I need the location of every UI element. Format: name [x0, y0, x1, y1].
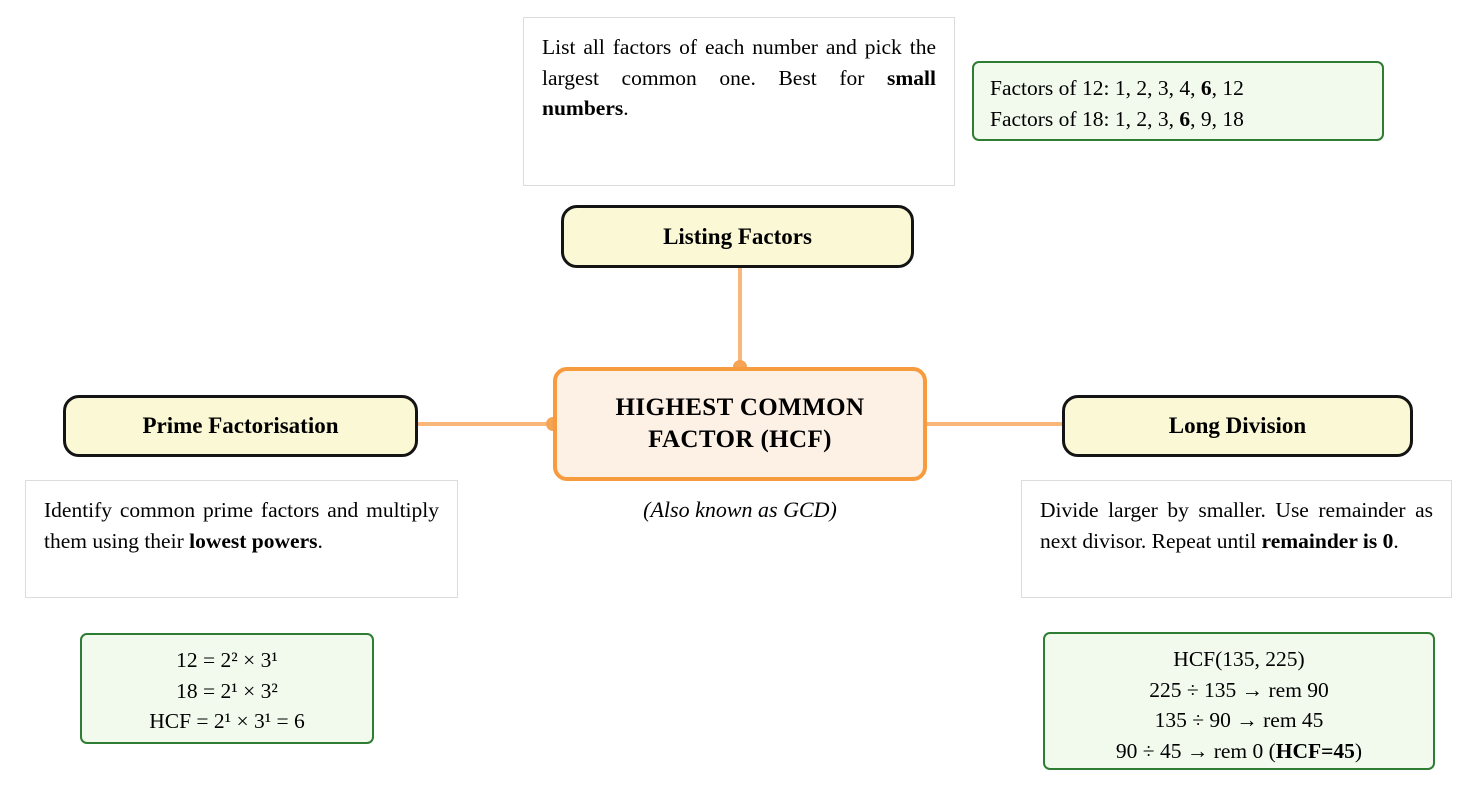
branch-node-listing-label: Listing Factors: [663, 223, 812, 249]
example-longdiv-line-2: 225 ÷ 135 → rem 90: [1149, 677, 1329, 702]
branch-node-longdiv-label: Long Division: [1168, 413, 1307, 438]
example-listing-line-2-bold: 6: [1179, 106, 1191, 131]
example-listing-line-2-label: Factors of 18:: [990, 106, 1110, 131]
connector-central-to-listing: [738, 268, 742, 370]
example-listing-line-2-pre: 1, 2, 3,: [1109, 106, 1180, 131]
example-prime-factorisation: 12 = 2² × 3¹ 18 = 2¹ × 3² HCF = 2¹ × 3¹ …: [80, 633, 374, 744]
branch-node-prime-factorisation[interactable]: Prime Factorisation: [63, 395, 418, 457]
example-listing-factors: Factors of 12: 1, 2, 3, 4, 6, 12 Factors…: [972, 61, 1384, 141]
example-listing-line-1-pre: 1, 2, 3, 4,: [1109, 76, 1201, 100]
example-longdiv-line-1: HCF(135, 225): [1173, 647, 1305, 671]
example-listing-line-2: Factors of 18: 1, 2, 3, 6, 9, 18: [990, 104, 1366, 135]
example-listing-line-1-post: , 12: [1211, 76, 1244, 100]
description-prime-text-pre: Identify common prime factors and multip…: [44, 498, 439, 553]
example-long-division: HCF(135, 225) 225 ÷ 135 → rem 90 135 ÷ 9…: [1043, 632, 1435, 770]
description-prime-text-post: .: [317, 528, 323, 553]
description-longdiv-text-pre: Divide larger by smaller. Use remainder …: [1040, 498, 1433, 553]
description-listing-text-post: .: [623, 96, 629, 121]
branch-node-prime-label: Prime Factorisation: [142, 413, 339, 438]
description-longdiv-text-bold: remainder is 0: [1261, 528, 1394, 553]
description-listing-factors: List all factors of each number and pick…: [523, 17, 955, 186]
description-listing-text-bold: small numbers: [542, 65, 936, 121]
branch-node-listing-factors[interactable]: Listing Factors: [561, 205, 914, 268]
example-listing-line-2-post: , 9, 18: [1190, 106, 1244, 131]
central-node-caption: (Also known as GCD): [643, 497, 837, 522]
example-longdiv-line-4: 90 ÷ 45 → rem 0 (HCF=45): [1061, 736, 1417, 767]
description-prime-text-bold: lowest powers: [189, 528, 318, 553]
description-listing-text-pre: List all factors of each number and pick…: [542, 35, 936, 90]
connector-central-to-longdiv: [920, 422, 1065, 426]
description-longdiv-text-post: .: [1393, 528, 1399, 553]
example-longdiv-line-3: 135 ÷ 90 → rem 45: [1154, 708, 1324, 733]
description-prime-factorisation: Identify common prime factors and multip…: [25, 480, 458, 598]
central-node-line-1: HIGHEST COMMON: [615, 394, 865, 421]
example-prime-line-3: HCF = 2¹ × 3¹ = 6: [149, 709, 305, 734]
example-listing-line-1: Factors of 12: 1, 2, 3, 4, 6, 12: [990, 73, 1366, 104]
example-prime-line-2: 18 = 2¹ × 3²: [176, 678, 278, 703]
example-longdiv-line-4-post: ): [1354, 738, 1363, 763]
example-listing-line-1-bold: 6: [1200, 76, 1212, 100]
connector-central-to-prime: [418, 422, 560, 426]
branch-node-long-division[interactable]: Long Division: [1062, 395, 1413, 457]
example-longdiv-line-4-bold: HCF=45: [1275, 738, 1355, 763]
example-prime-line-1: 12 = 2² × 3¹: [176, 648, 278, 672]
example-longdiv-line-4-pre: 90 ÷ 45 → rem 0 (: [1115, 738, 1276, 763]
description-long-division: Divide larger by smaller. Use remainder …: [1021, 480, 1452, 598]
central-node-line-2: FACTOR (HCF): [648, 426, 832, 453]
central-node-hcf[interactable]: HIGHEST COMMON FACTOR (HCF): [553, 367, 927, 481]
example-listing-line-1-label: Factors of 12:: [990, 76, 1110, 100]
